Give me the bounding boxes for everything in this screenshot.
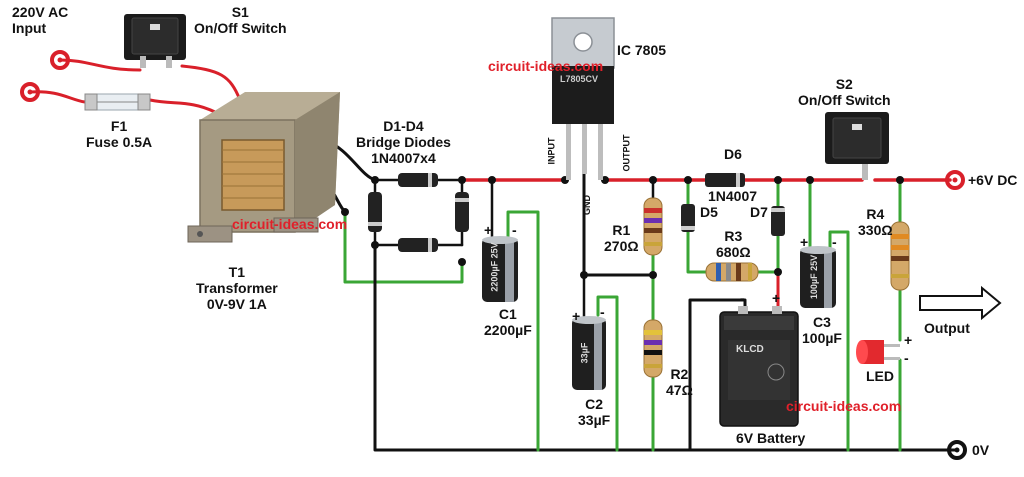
label-d7: D7 (750, 204, 768, 220)
label-d5: D5 (700, 204, 718, 220)
label-ic: IC 7805 (617, 42, 667, 58)
label-battery: 6V Battery (736, 430, 806, 446)
label-t1: T1 Transformer 0V-9V 1A (196, 264, 278, 312)
watermark: circuit-ideas.com (786, 398, 902, 414)
ic-pin-output: OUTPUT (621, 134, 632, 172)
label-r2: R2 47Ω (666, 366, 693, 398)
junction-dot (649, 176, 657, 184)
label-d6-part: 1N4007 (708, 188, 758, 204)
watermark: circuit-ideas.com (488, 58, 604, 74)
capacitor-c2 (572, 316, 606, 390)
diode-d7 (771, 206, 785, 236)
led (856, 340, 900, 364)
wire-green-secondary (343, 210, 464, 284)
resistor-r3 (705, 262, 759, 282)
output-arrow-icon (919, 285, 1002, 321)
c2-minus-mark: - (600, 304, 605, 320)
junction-dot (488, 176, 496, 184)
wire-fuse-to-transformer (148, 98, 217, 114)
s1-rocker-switch (124, 14, 186, 68)
s2-rocker-switch (825, 112, 889, 180)
junction-dot (896, 176, 904, 184)
terminal-plus-6v (945, 170, 965, 190)
ic-pin-input: INPUT (546, 137, 557, 165)
junction-dot (371, 176, 379, 184)
wire-ground-rail (373, 243, 957, 452)
label-ac-input: 220V AC Input (12, 4, 69, 36)
c3-body-text: 100µF 25V (809, 254, 820, 300)
c1-plus-mark: + (484, 222, 493, 238)
label-s2: S2 On/Off Switch (798, 76, 891, 108)
label-zero-v: 0V (972, 442, 990, 458)
c2-body-text: 33µF (579, 342, 590, 364)
c2-plus-mark: + (572, 308, 581, 324)
transformer-t1 (187, 92, 340, 243)
junction-dot (458, 176, 466, 184)
junction-dot (580, 271, 588, 279)
ic-7805 (551, 17, 615, 180)
fuse-f1 (84, 93, 151, 111)
c1-body-text: 2200µF 25V (489, 242, 500, 292)
junction-dot (684, 176, 692, 184)
c1-minus-mark: - (512, 222, 517, 238)
resistor-r4 (890, 221, 910, 291)
wire-switch-out (180, 64, 242, 102)
junction-dot (806, 176, 814, 184)
wire-c2-minus (596, 295, 619, 452)
junction-dot (649, 271, 657, 279)
diode-d6 (705, 173, 745, 187)
label-d6: D6 (724, 146, 742, 162)
junction-dot (774, 268, 782, 276)
label-c2: C2 33µF (578, 396, 611, 428)
junctions (341, 176, 904, 279)
terminal-ac-input-2 (20, 82, 40, 102)
bridge-diodes (368, 173, 469, 252)
led-minus-mark: - (904, 350, 909, 366)
junction-dot (458, 258, 466, 266)
terminal-ac-input-1 (50, 50, 70, 70)
ic-marking-text: L7805CV (560, 74, 599, 84)
terminal-zero-v (947, 440, 967, 460)
label-r4: R4 330Ω (858, 206, 893, 238)
diode-d5 (681, 204, 695, 232)
label-r1: R1 270Ω (604, 222, 639, 254)
label-s1: S1 On/Off Switch (194, 4, 287, 36)
label-c3: C3 100µF (802, 314, 842, 346)
battery-plus-mark: + (772, 290, 781, 306)
capacitor-c3 (800, 246, 836, 308)
ic-pin-gnd: GND (582, 195, 592, 215)
label-bridge: D1-D4 Bridge Diodes 1N4007x4 (356, 118, 451, 166)
wire-c3-minus (828, 230, 850, 452)
capacitor-c1 (482, 236, 518, 302)
wire-c1-minus (506, 210, 540, 452)
label-output: Output (924, 320, 970, 336)
label-r3: R3 680Ω (716, 228, 751, 260)
resistor-r2 (643, 319, 663, 378)
battery-minus-mark: - (740, 290, 745, 306)
led-plus-mark: + (904, 332, 913, 348)
battery-brand-text: KLCD (736, 344, 764, 355)
label-c1: C1 2200µF (484, 306, 532, 338)
label-f1: F1 Fuse 0.5A (86, 118, 153, 150)
watermark: circuit-ideas.com (232, 216, 348, 232)
resistor-r1 (643, 197, 663, 256)
label-led: LED (866, 368, 894, 384)
junction-dot (371, 241, 379, 249)
label-out-dc: +6V DC (968, 172, 1018, 188)
c3-minus-mark: - (832, 234, 837, 250)
junction-dot (774, 176, 782, 184)
junction-dot (341, 208, 349, 216)
battery-6v (719, 306, 799, 427)
c3-plus-mark: + (800, 234, 809, 250)
wire-ac-to-switch (58, 58, 142, 72)
